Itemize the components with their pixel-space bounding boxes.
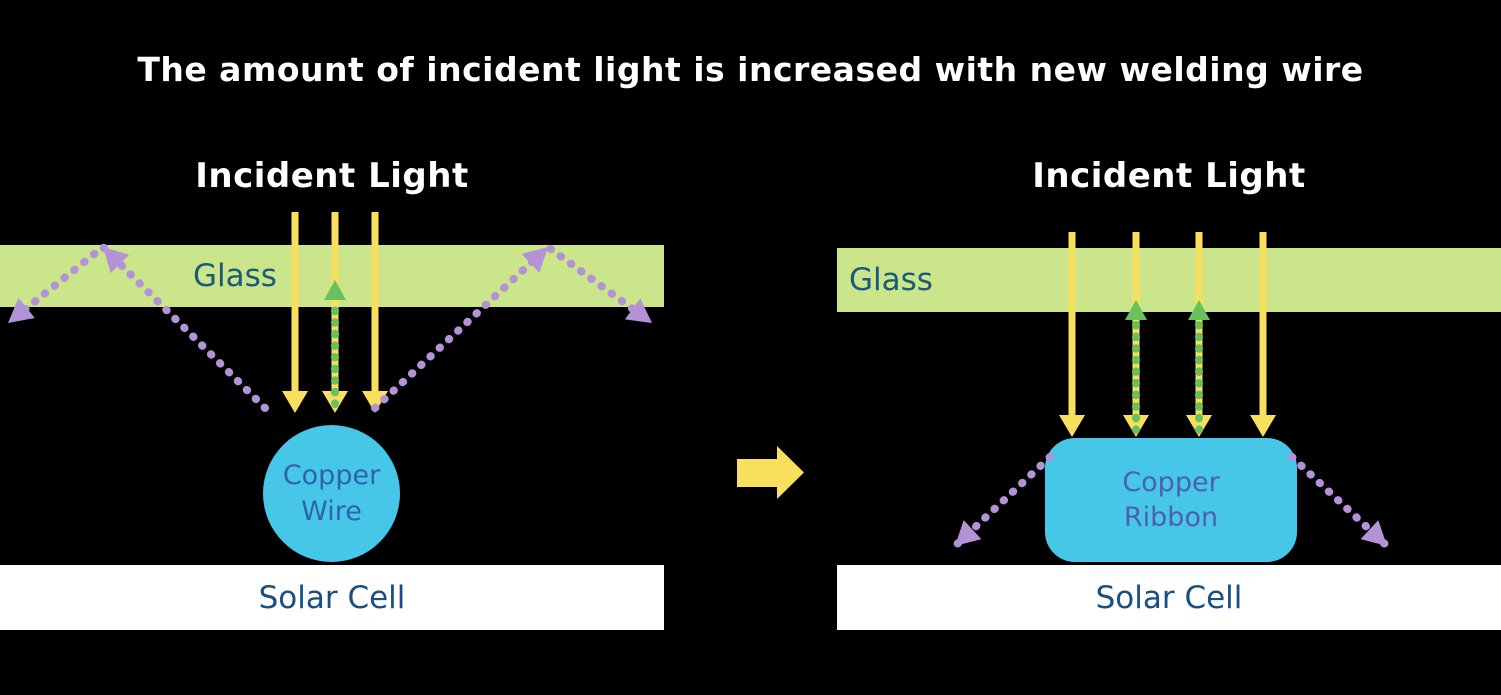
incident-ray-arrowhead	[1250, 415, 1276, 437]
copper-ribbon-label-line1: Copper	[1122, 466, 1220, 498]
incident-ray-arrowhead	[1123, 415, 1149, 437]
incident-ray-arrowhead	[282, 391, 308, 413]
diagram-title: The amount of incident light is increase…	[137, 50, 1364, 89]
scattered-ray-arrowhead	[955, 520, 982, 546]
incident-ray-arrowhead	[322, 391, 348, 413]
glass-label-right: Glass	[849, 262, 933, 298]
solar-cell-left: Solar Cell	[0, 565, 664, 630]
transition-arrow-icon	[737, 446, 804, 499]
reflected-rays-right	[1125, 300, 1210, 434]
glass-bar-right: Glass	[837, 248, 1501, 312]
incident-ray-arrowhead	[1059, 415, 1085, 437]
solar-cell-right: Solar Cell	[837, 565, 1501, 630]
copper-wire-label-line1: Copper	[282, 460, 381, 492]
copper-wire-circle: Copper Wire	[263, 425, 400, 562]
scattered-ray-line	[951, 453, 1054, 550]
scattered-ray-line	[1288, 453, 1391, 550]
glass-label-left: Glass	[193, 258, 277, 294]
copper-ribbon-label-line2: Ribbon	[1123, 502, 1219, 533]
solar-cell-label-right: Solar Cell	[1095, 579, 1243, 616]
incident-light-label-right: Incident Light	[1032, 156, 1306, 196]
incident-ray-arrowhead	[1186, 415, 1212, 437]
incident-light-label-left: Incident Light	[195, 156, 469, 196]
glass-bar-left: Glass	[0, 245, 664, 307]
solar-cell-label-left: Solar Cell	[258, 579, 406, 616]
scattered-ray-arrowhead	[1360, 520, 1387, 546]
copper-ribbon-rect: Copper Ribbon	[1045, 438, 1297, 562]
incident-rays-left	[282, 212, 388, 413]
copper-wire-label-line2: Wire	[301, 495, 362, 527]
incident-ray-arrowhead	[362, 391, 388, 413]
